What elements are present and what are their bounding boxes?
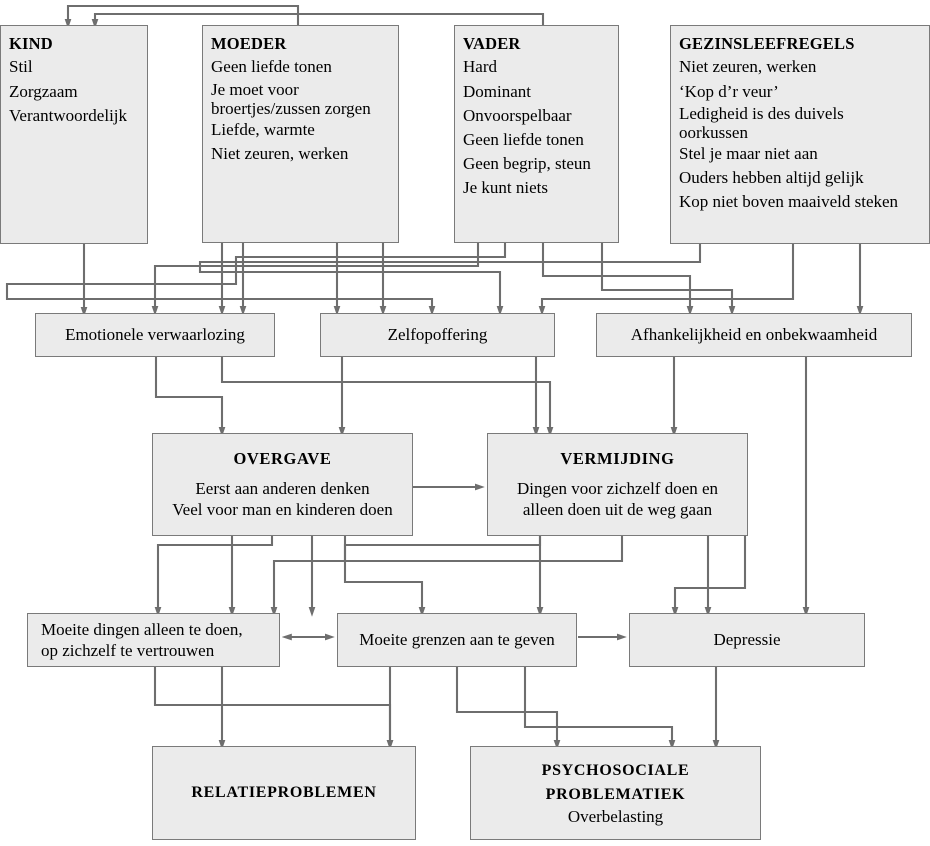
node-moeite-dingen-alleen-text: Moeite dingen alleen te doen, op zichzel…	[41, 619, 243, 662]
edge-vader-to-afhankelijkheid	[541, 243, 694, 316]
node-emotionele-verwaarlozing-label: Emotionele verwaarlozing	[65, 325, 245, 344]
node-gezinsleefregels-title: GEZINSLEEFREGELS	[679, 34, 855, 53]
edge-overgave-to-moeite-alleen-b	[154, 536, 274, 617]
node-moeder-item-1: Je moet voor	[211, 79, 299, 99]
node-moeite-grenzen[interactable]: Moeite grenzen aan te geven	[337, 613, 577, 667]
node-vermijding-heading: VERMIJDING	[560, 448, 675, 468]
edge-emotionele-to-overgave-a	[154, 357, 226, 437]
node-kind-item-2: Verantwoordelijk	[9, 105, 128, 125]
node-afhankelijkheid-label: Afhankelijkheid en onbekwaamheid	[630, 325, 878, 344]
node-vader-item-3: Geen liefde tonen	[463, 129, 584, 149]
node-emotionele-verwaarlozing[interactable]: Emotionele verwaarlozing	[35, 313, 275, 357]
node-kind-item-1: Zorgzaam	[9, 81, 78, 101]
node-moeder-item-0: Geen liefde tonen	[211, 57, 332, 77]
node-kind[interactable]: KIND Stil Zorgzaam Verantwoordelijk	[0, 25, 148, 244]
edge-moeder-to-kind	[64, 4, 300, 29]
connector-group	[5, 4, 864, 750]
edge-vader-to-zelfopoffering	[5, 243, 507, 316]
edge-vermijding-to-moeite-grenzen-b	[270, 536, 624, 617]
edge-vermijding-to-depressie-b	[671, 536, 747, 617]
node-depressie-label: Depressie	[713, 630, 781, 650]
node-relatieproblemen-heading: RELATIEPROBLEMEN	[191, 784, 377, 802]
edge-vader-to-emotionele	[151, 243, 480, 316]
node-moeder-title: MOEDER	[211, 34, 287, 53]
node-zelfopoffering-label: Zelfopoffering	[387, 325, 488, 344]
node-afhankelijkheid-en-onbekwaamheid[interactable]: Afhankelijkheid en onbekwaamheid	[596, 313, 912, 357]
node-gezinsleefregels-item-6: Kop niet boven maaiveld steken	[679, 191, 899, 211]
node-zelfopoffering[interactable]: Zelfopoffering	[320, 313, 555, 357]
node-overgave[interactable]: OVERGAVE Eerst aan anderen denken Veel v…	[152, 433, 413, 536]
node-moeder-item-2: broertjes/zussen zorgen	[211, 98, 371, 118]
node-moeder[interactable]: MOEDER Geen liefde tonen Je moet voor br…	[202, 25, 399, 243]
node-vader-item-4: Geen begrip, steun	[463, 153, 591, 173]
edge-overgave-to-moeite-grenzen-b	[343, 536, 426, 617]
edge-vermijding-to-left-a	[343, 536, 542, 560]
node-moeder-item-4: Niet zeuren, werken	[211, 143, 349, 163]
node-vader-item-5: Je kunt niets	[463, 178, 548, 198]
edge-regels-to-zelfopoffering-b	[538, 243, 795, 316]
node-moeder-item-3: Liefde, warmte	[211, 119, 315, 139]
node-overgave-line-1: Veel voor man en kinderen doen	[172, 500, 393, 519]
node-vader[interactable]: VADER Hard Dominant Onvoorspelbaar Geen …	[454, 25, 619, 243]
node-vader-item-0: Hard	[463, 57, 497, 77]
node-vermijding-line-1: alleen doen uit de weg gaan	[522, 500, 713, 519]
node-psychosociale-heading-line2: PROBLEMATIEK	[545, 785, 686, 803]
node-gezinsleefregels-item-2: Ledigheid is des duivels	[679, 103, 844, 123]
node-kind-title: KIND	[9, 34, 53, 53]
node-vader-title: VADER	[463, 34, 521, 53]
node-psychosociale-heading-line1: PSYCHOSOCIALE	[541, 762, 690, 780]
node-gezinsleefregels-item-0: Niet zeuren, werken	[679, 57, 817, 77]
edge-vader-to-afhankelijkheid-b	[600, 243, 736, 316]
node-vermijding-line-0: Dingen voor zichzelf doen en	[516, 478, 719, 498]
node-gezinsleefregels-item-4: Stel je maar niet aan	[679, 143, 818, 163]
node-kind-item-0: Stil	[9, 57, 33, 77]
node-relatieproblemen[interactable]: RELATIEPROBLEMEN	[152, 746, 416, 840]
edge-vader-to-kind	[91, 12, 545, 29]
edge-moeite-alleen-to-relatie-b	[153, 667, 394, 750]
node-gezinsleefregels-item-5: Ouders hebben altijd gelijk	[679, 167, 864, 187]
node-psychosociale-sub: Overbelasting	[567, 806, 664, 826]
edge-regels-to-zelfopoffering	[198, 243, 702, 316]
node-gezinsleefregels-item-1: ‘Kop d’r veur’	[679, 81, 779, 101]
node-overgave-heading: OVERGAVE	[233, 448, 332, 468]
node-moeite-dingen-alleen[interactable]: Moeite dingen alleen te doen, op zichzel…	[27, 613, 280, 667]
node-vermijding[interactable]: VERMIJDING Dingen voor zichzelf doen en …	[487, 433, 748, 536]
node-gezinsleefregels-item-3: oorkussen	[679, 122, 748, 142]
node-moeite-dingen-alleen-line-1: op zichzelf te vertrouwen	[41, 641, 215, 660]
node-gezinsleefregels[interactable]: GEZINSLEEFREGELS Niet zeuren, werken ‘Ko…	[670, 25, 930, 244]
node-vader-item-2: Onvoorspelbaar	[463, 105, 572, 125]
node-moeite-dingen-alleen-line-0: Moeite dingen alleen te doen,	[41, 619, 243, 639]
node-psychosociale-problematiek[interactable]: PSYCHOSOCIALE PROBLEMATIEK Overbelasting	[470, 746, 761, 840]
edge-moeite-grenzen-to-psychosociale-b	[455, 667, 561, 750]
node-depressie[interactable]: Depressie	[629, 613, 865, 667]
node-moeite-grenzen-label: Moeite grenzen aan te geven	[359, 630, 555, 650]
edge-depressie-to-psychosociale-a	[523, 667, 676, 750]
node-overgave-line-0: Eerst aan anderen denken	[195, 478, 370, 498]
edge-emotionele-to-vermijding	[220, 357, 554, 437]
node-vader-item-1: Dominant	[463, 81, 531, 101]
